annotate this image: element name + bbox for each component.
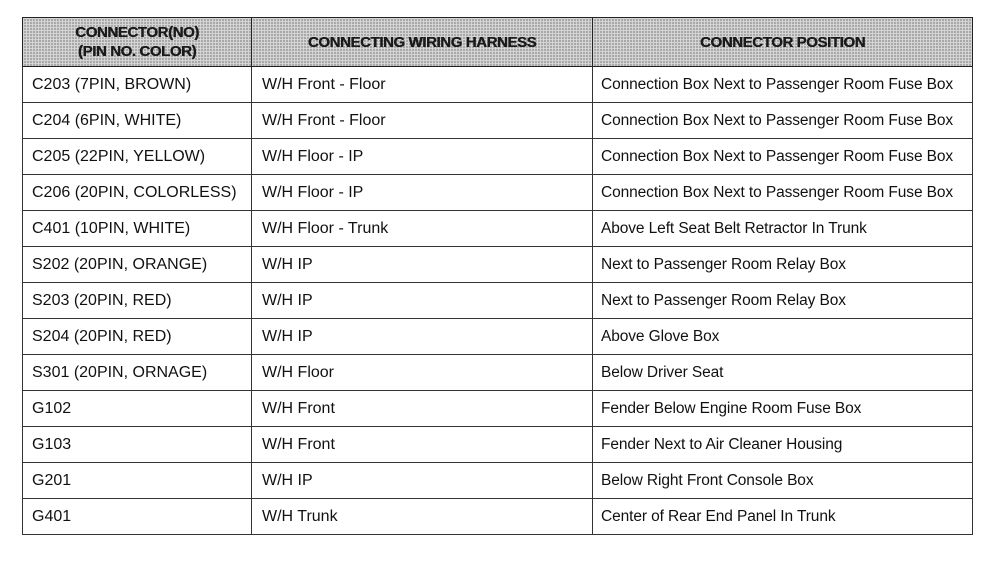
header-row: CONNECTOR(NO) (PIN NO. COLOR) CONNECTING…: [22, 17, 973, 67]
position-cell: Fender Next to Air Cleaner Housing: [592, 426, 973, 463]
position-cell: Connection Box Next to Passenger Room Fu…: [592, 174, 973, 211]
table-row: C401 (10PIN, WHITE) W/H Floor - Trunk Ab…: [22, 210, 973, 247]
harness-cell: W/H IP: [251, 282, 593, 319]
table-row: S301 (20PIN, ORNAGE) W/H Floor Below Dri…: [22, 354, 973, 391]
header-position: CONNECTOR POSITION: [592, 17, 973, 67]
position-cell: Connection Box Next to Passenger Room Fu…: [592, 66, 973, 103]
connector-cell: G103: [22, 426, 252, 463]
connector-cell: C206 (20PIN, COLORLESS): [22, 174, 252, 211]
position-cell: Next to Passenger Room Relay Box: [592, 282, 973, 319]
table-row: C203 (7PIN, BROWN) W/H Front - Floor Con…: [22, 66, 973, 103]
harness-cell: W/H IP: [251, 246, 593, 283]
harness-cell: W/H Floor: [251, 354, 593, 391]
table-row: C205 (22PIN, YELLOW) W/H Floor - IP Conn…: [22, 138, 973, 175]
table-row: G201 W/H IP Below Right Front Console Bo…: [22, 462, 973, 499]
position-cell: Connection Box Next to Passenger Room Fu…: [592, 138, 973, 175]
connector-cell: C203 (7PIN, BROWN): [22, 66, 252, 103]
harness-cell: W/H Floor - IP: [251, 138, 593, 175]
table-row: G401 W/H Trunk Center of Rear End Panel …: [22, 498, 973, 535]
harness-cell: W/H Front: [251, 390, 593, 427]
table-row: G103 W/H Front Fender Next to Air Cleane…: [22, 426, 973, 463]
position-cell: Fender Below Engine Room Fuse Box: [592, 390, 973, 427]
harness-cell: W/H Floor - IP: [251, 174, 593, 211]
harness-cell: W/H Front: [251, 426, 593, 463]
harness-cell: W/H IP: [251, 318, 593, 355]
table-row: G102 W/H Front Fender Below Engine Room …: [22, 390, 973, 427]
harness-cell: W/H Floor - Trunk: [251, 210, 593, 247]
table-row: C204 (6PIN, WHITE) W/H Front - Floor Con…: [22, 102, 973, 139]
connector-cell: S202 (20PIN, ORANGE): [22, 246, 252, 283]
position-cell: Connection Box Next to Passenger Room Fu…: [592, 102, 973, 139]
harness-cell: W/H Front - Floor: [251, 66, 593, 103]
position-cell: Below Right Front Console Box: [592, 462, 973, 499]
harness-cell: W/H Front - Floor: [251, 102, 593, 139]
connector-cell: C204 (6PIN, WHITE): [22, 102, 252, 139]
header-connector-line2: (PIN NO. COLOR): [77, 43, 197, 60]
header-connector: CONNECTOR(NO) (PIN NO. COLOR): [22, 17, 252, 67]
position-cell: Below Driver Seat: [592, 354, 973, 391]
position-cell: Center of Rear End Panel In Trunk: [592, 498, 973, 535]
table-row: S202 (20PIN, ORANGE) W/H IP Next to Pass…: [22, 246, 973, 283]
header-harness: CONNECTING WIRING HARNESS: [251, 17, 593, 67]
connector-cell: G401: [22, 498, 252, 535]
harness-cell: W/H IP: [251, 462, 593, 499]
connector-cell: C205 (22PIN, YELLOW): [22, 138, 252, 175]
connector-cell: S203 (20PIN, RED): [22, 282, 252, 319]
table-row: C206 (20PIN, COLORLESS) W/H Floor - IP C…: [22, 174, 973, 211]
connector-cell: S301 (20PIN, ORNAGE): [22, 354, 252, 391]
table-row: S203 (20PIN, RED) W/H IP Next to Passeng…: [22, 282, 973, 319]
table-body: C203 (7PIN, BROWN) W/H Front - Floor Con…: [22, 66, 973, 535]
harness-cell: W/H Trunk: [251, 498, 593, 535]
table-row: S204 (20PIN, RED) W/H IP Above Glove Box: [22, 318, 973, 355]
connector-cell: C401 (10PIN, WHITE): [22, 210, 252, 247]
connector-table-container: CONNECTOR(NO) (PIN NO. COLOR) CONNECTING…: [22, 17, 973, 535]
connector-cell: G102: [22, 390, 252, 427]
connector-cell: G201: [22, 462, 252, 499]
position-cell: Next to Passenger Room Relay Box: [592, 246, 973, 283]
header-connector-line1: CONNECTOR(NO): [75, 24, 199, 41]
position-cell: Above Glove Box: [592, 318, 973, 355]
connector-cell: S204 (20PIN, RED): [22, 318, 252, 355]
position-cell: Above Left Seat Belt Retractor In Trunk: [592, 210, 973, 247]
connector-table: CONNECTOR(NO) (PIN NO. COLOR) CONNECTING…: [22, 17, 973, 535]
table-header: CONNECTOR(NO) (PIN NO. COLOR) CONNECTING…: [22, 17, 973, 67]
